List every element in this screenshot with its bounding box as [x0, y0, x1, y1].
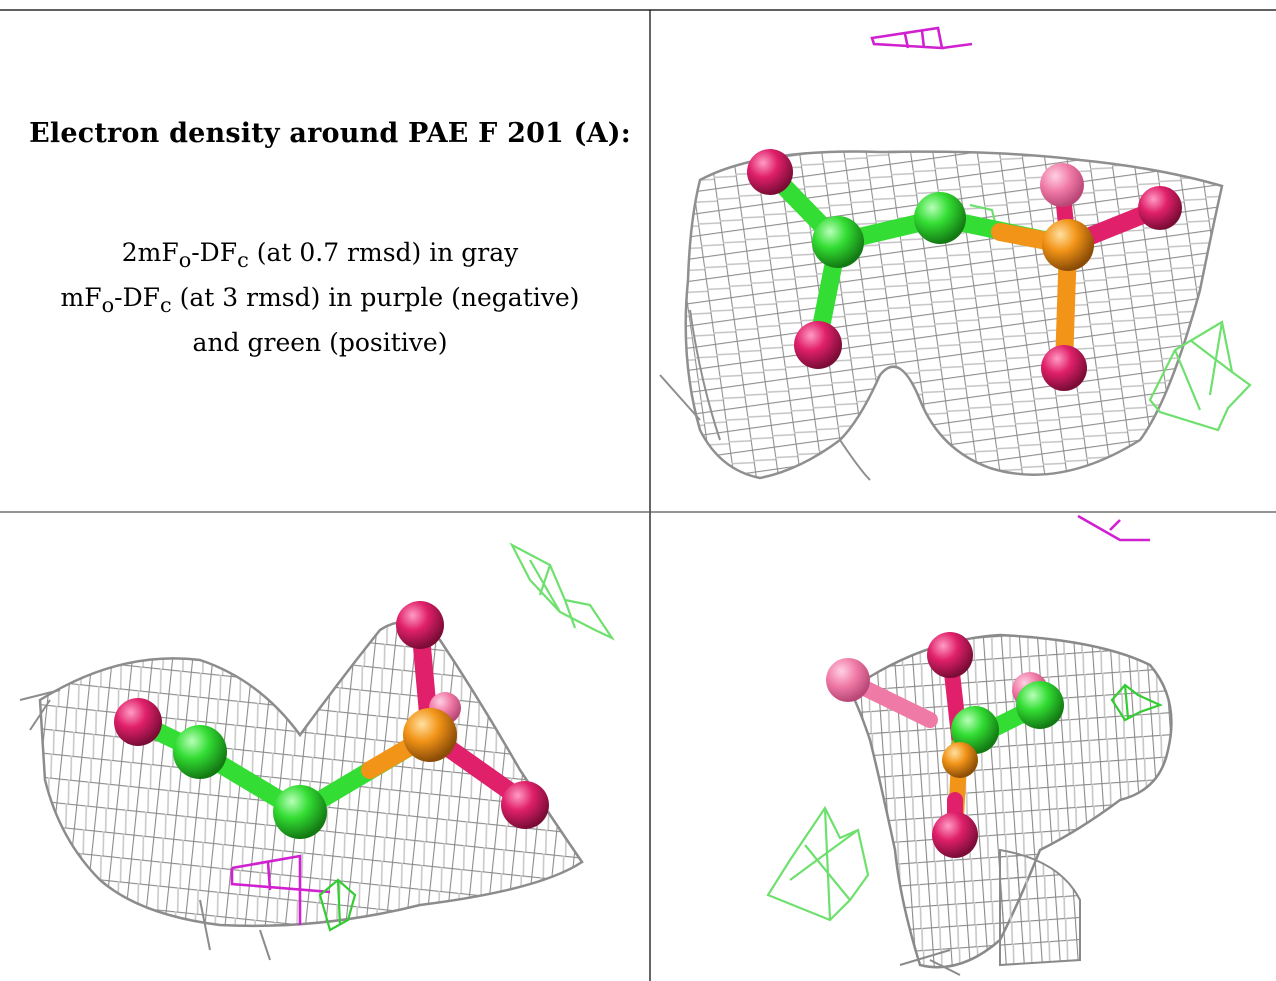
legend-2fofc-description: (at 0.7 rmsd) in gray [248, 238, 519, 267]
figure-title: Electron density around PAE F 201 (A): [29, 118, 631, 149]
positive-density-mesh [509, 542, 616, 641]
positive-density-mesh-small [318, 878, 357, 932]
table-grid [0, 9, 1276, 981]
molecule-3-atoms [826, 632, 1064, 858]
molecule-1-atoms [747, 149, 1182, 391]
legend-line-fofc: mFo-DFc (at 3 rmsd) in purple (negative) [0, 279, 640, 324]
panel-top-right [659, 26, 1252, 481]
legend-fofc-sub-b: c [160, 293, 172, 317]
legend-fofc-term-b: -DF [114, 283, 160, 312]
legend-fofc-sub-a: o [101, 293, 115, 317]
panel-bottom-right [766, 514, 1173, 976]
negative-density-mesh [870, 26, 973, 50]
legend-2fofc-term-b: -DF [191, 238, 238, 267]
legend-line-2fofc: 2mFo-DFc (at 0.7 rmsd) in gray [0, 234, 640, 279]
panel-bottom-left [19, 542, 616, 961]
negative-density-mesh [230, 854, 331, 925]
positive-density-mesh [766, 805, 870, 922]
legend-fofc-term-a: mF [60, 283, 102, 312]
negative-density-mesh [1077, 514, 1150, 542]
legend-fofc-description: (at 3 rmsd) in purple (negative) [171, 283, 580, 312]
legend-2fofc-term-a: 2mF [121, 238, 179, 267]
legend-2fofc-sub-b: c [237, 248, 249, 272]
density-legend: 2mFo-DFc (at 0.7 rmsd) in gray mFo-DFc (… [0, 234, 640, 362]
positive-density-mesh-small [1110, 683, 1163, 722]
legend-line-positive: and green (positive) [192, 328, 448, 357]
legend-2fofc-sub-a: o [178, 248, 192, 272]
molecule-2-atoms [114, 601, 549, 839]
